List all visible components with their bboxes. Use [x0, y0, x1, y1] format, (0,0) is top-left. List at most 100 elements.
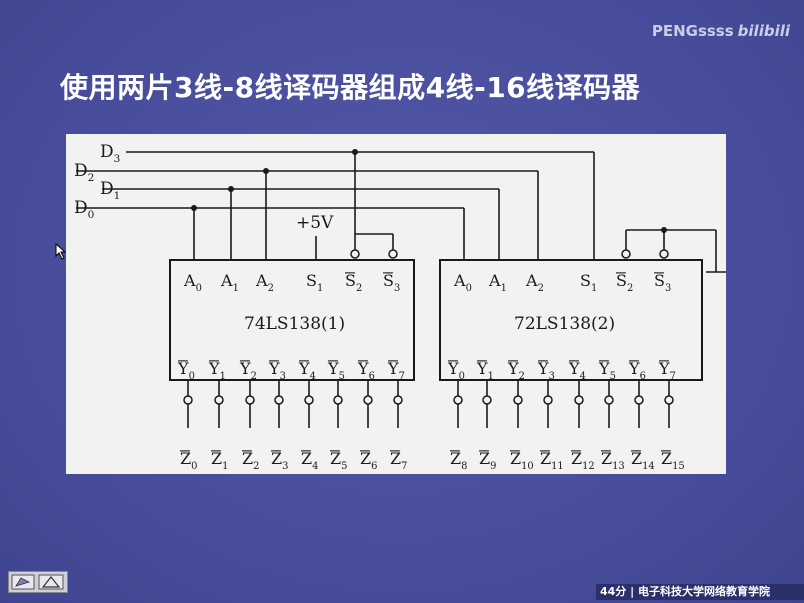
inversion-bubble: [574, 395, 584, 405]
chip2-top-pin-2-subscript: 2: [538, 283, 544, 294]
chip1-bottom-pin-4-letter: Y: [298, 359, 310, 378]
inversion-bubble: [363, 395, 373, 405]
output-label-10-subscript: 10: [521, 461, 534, 472]
chip1-top-pin-1-subscript: 1: [233, 283, 239, 294]
chip1-bottom-pin-2-letter: Y: [239, 359, 251, 378]
chip1-bottom-pin-7: Y7: [387, 359, 405, 382]
output-label-7-letter: Z: [390, 449, 401, 468]
chip1-bottom-pin-3-subscript: 3: [280, 371, 286, 382]
output-label-5-subscript: 5: [341, 461, 347, 472]
output-label-9: Z9: [479, 449, 496, 472]
inversion-bubble: [659, 249, 669, 259]
supply-label: +5V: [296, 213, 334, 233]
output-label-7: Z7: [390, 449, 407, 472]
inversion-bubble: [604, 395, 614, 405]
inversion-bubble: [183, 395, 193, 405]
chip1-bottom-pin-4: Y4: [298, 359, 316, 382]
chip1-top-pin-0-subscript: 0: [196, 283, 202, 294]
output-label-14-letter: Z: [631, 449, 642, 468]
output-label-6: Z6: [360, 449, 377, 472]
output-label-3-subscript: 3: [282, 461, 288, 472]
inversion-bubble: [393, 395, 403, 405]
chip2-bottom-pin-1-letter: Y: [476, 359, 488, 378]
chip2-top-pin-2-letter: A: [525, 271, 538, 290]
chip1-top-pin-2-letter: A: [255, 271, 268, 290]
output-label-13-letter: Z: [601, 449, 612, 468]
output-label-3-letter: Z: [271, 449, 282, 468]
chip2-bottom-pin-6: Y6: [628, 359, 646, 382]
triangle-up-icon[interactable]: [38, 574, 64, 590]
chip1-bottom-pin-0: Y0: [177, 359, 195, 382]
output-label-6-subscript: 6: [371, 461, 377, 472]
chip1-top-pin-4-subscript: 2: [356, 283, 362, 294]
output-label-0: Z0: [180, 449, 197, 472]
chip2-bottom-pin-4-letter: Y: [568, 359, 580, 378]
output-label-2-subscript: 2: [253, 461, 259, 472]
inversion-bubble: [333, 395, 343, 405]
chip1-top-pin-1-letter: A: [220, 271, 233, 290]
inversion-bubble: [543, 395, 553, 405]
chip2-top-pin-3-subscript: 1: [591, 283, 597, 294]
chip1-bottom-pin-2: Y2: [239, 359, 257, 382]
watermark-text: PENGssss: [651, 22, 734, 40]
output-label-5-letter: Z: [330, 449, 341, 468]
output-label-11-letter: Z: [540, 449, 551, 468]
chip1-bottom-pin-6-subscript: 6: [369, 371, 375, 382]
chip1-top-pin-4: S2: [345, 271, 362, 294]
chip1-bottom-pin-6-letter: Y: [357, 359, 369, 378]
chip2-bottom-pin-4: Y4: [568, 359, 586, 382]
inversion-bubble: [634, 395, 644, 405]
output-label-8: Z8: [450, 449, 467, 472]
output-label-13: Z13: [601, 449, 625, 472]
chip1-bottom-pin-3: Y3: [268, 359, 286, 382]
scroll-icon[interactable]: [11, 574, 35, 590]
chip2-bottom-pin-0-subscript: 0: [459, 371, 465, 382]
output-label-0-letter: Z: [180, 449, 191, 468]
input-label-1: D2: [74, 161, 94, 184]
chip1-bottom-pin-0-letter: Y: [177, 359, 189, 378]
inversion-bubble: [388, 249, 398, 259]
chip2-top-pin-2: A2: [525, 271, 544, 294]
chip1-bottom-pin-0-subscript: 0: [189, 371, 195, 382]
navigation-controls[interactable]: [8, 571, 68, 593]
chip1-top-pin-2: A2: [255, 271, 274, 294]
chip2-bottom-pin-4-subscript: 4: [580, 371, 586, 382]
chip1-top-pin-0: A0: [183, 271, 202, 294]
chip2-bottom-pin-3: Y3: [537, 359, 555, 382]
output-label-3: Z3: [271, 449, 288, 472]
chip1-bottom-pin-5-letter: Y: [327, 359, 339, 378]
chip1-bottom-pin-1-letter: Y: [208, 359, 220, 378]
output-label-14: Z14: [631, 449, 655, 472]
inversion-bubble: [245, 395, 255, 405]
chip2-top-pin-4-subscript: 2: [627, 283, 633, 294]
chip1-bottom-pin-4-subscript: 4: [310, 371, 316, 382]
inversion-bubble: [513, 395, 523, 405]
input-label-3: D0: [74, 198, 94, 221]
output-label-8-letter: Z: [450, 449, 461, 468]
output-label-15-letter: Z: [661, 449, 672, 468]
output-label-5: Z5: [330, 449, 347, 472]
chip2-top-pin-4: S2: [616, 271, 633, 294]
chip2-bottom-pin-3-subscript: 3: [549, 371, 555, 382]
chip1-top-pin-2-subscript: 2: [268, 283, 274, 294]
chip2-bottom-pin-1: Y1: [476, 359, 494, 382]
output-label-1: Z1: [211, 449, 228, 472]
chip1-top-pin-3-letter: S: [306, 271, 317, 290]
chip1-top-pin-5: S3: [383, 271, 400, 294]
chip1-top-pin-5-subscript: 3: [394, 283, 400, 294]
footer-banner: 44分 | 电子科技大学网络教育学院: [596, 584, 804, 600]
output-label-4-letter: Z: [301, 449, 312, 468]
inversion-bubble: [664, 395, 674, 405]
junction-dot: [661, 227, 667, 233]
input-label-2-subscript: 1: [114, 190, 121, 202]
chip2-bottom-pin-5: Y5: [598, 359, 616, 382]
output-label-4: Z4: [301, 449, 318, 472]
output-label-7-subscript: 7: [401, 461, 407, 472]
chip-72ls138-2: [439, 259, 703, 381]
chip2-name: 72LS138(2): [514, 314, 615, 334]
chip1-top-pin-0-letter: A: [183, 271, 196, 290]
input-label-0-subscript: 3: [114, 153, 121, 165]
chip2-top-pin-0: A0: [453, 271, 472, 294]
chip2-bottom-pin-0-letter: Y: [447, 359, 459, 378]
